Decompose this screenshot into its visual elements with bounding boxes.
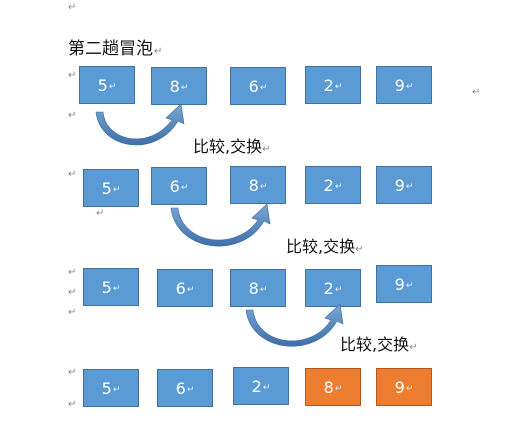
array-cell: 8↵ — [151, 67, 207, 105]
swap-arrow — [245, 303, 344, 347]
paragraph-mark: ↵ — [68, 267, 77, 278]
paragraph-mark: ↵ — [68, 307, 77, 318]
array-cell: 5↵ — [83, 369, 139, 407]
array-cell: 2↵ — [305, 166, 361, 204]
paragraph-mark: ↵ — [68, 2, 77, 13]
array-cell: 6↵ — [157, 369, 213, 407]
sorted-cell: 8↵ — [305, 368, 361, 406]
paragraph-mark: ↵ — [68, 70, 77, 81]
array-cell: 9↵ — [376, 166, 432, 204]
array-cell: 6↵ — [230, 67, 286, 105]
array-cell: 6↵ — [157, 269, 213, 307]
array-cell: 9↵ — [376, 66, 432, 104]
sorted-cell: 9↵ — [376, 368, 432, 406]
array-cell: 5↵ — [83, 268, 139, 306]
page-title: 第二趟冒泡↵ — [68, 39, 163, 59]
swap-arrow — [170, 203, 271, 247]
paragraph-mark: ↵ — [68, 287, 77, 298]
step-caption: 比较,交换↵ — [286, 237, 364, 256]
paragraph-mark: ↵ — [472, 87, 481, 98]
array-cell: 8↵ — [230, 269, 286, 307]
array-cell: 5↵ — [83, 169, 139, 207]
paragraph-mark: ↵ — [68, 169, 77, 180]
paragraph-mark: ↵ — [68, 367, 77, 378]
swap-arrow — [95, 103, 185, 146]
paragraph-mark: ↵ — [68, 110, 77, 121]
paragraph-mark: ↵ — [68, 399, 77, 410]
array-cell: 6↵ — [151, 167, 207, 205]
array-cell: 9↵ — [376, 265, 432, 303]
step-caption: 比较,交换↵ — [193, 137, 271, 156]
array-cell: 5↵ — [79, 66, 135, 104]
step-caption: 比较,交换↵ — [340, 335, 418, 354]
array-cell: 2↵ — [233, 367, 289, 405]
array-cell: 2↵ — [305, 66, 361, 104]
array-cell: 8↵ — [230, 166, 286, 204]
array-cell: 2↵ — [305, 269, 361, 307]
paragraph-mark: ↵ — [96, 208, 105, 219]
